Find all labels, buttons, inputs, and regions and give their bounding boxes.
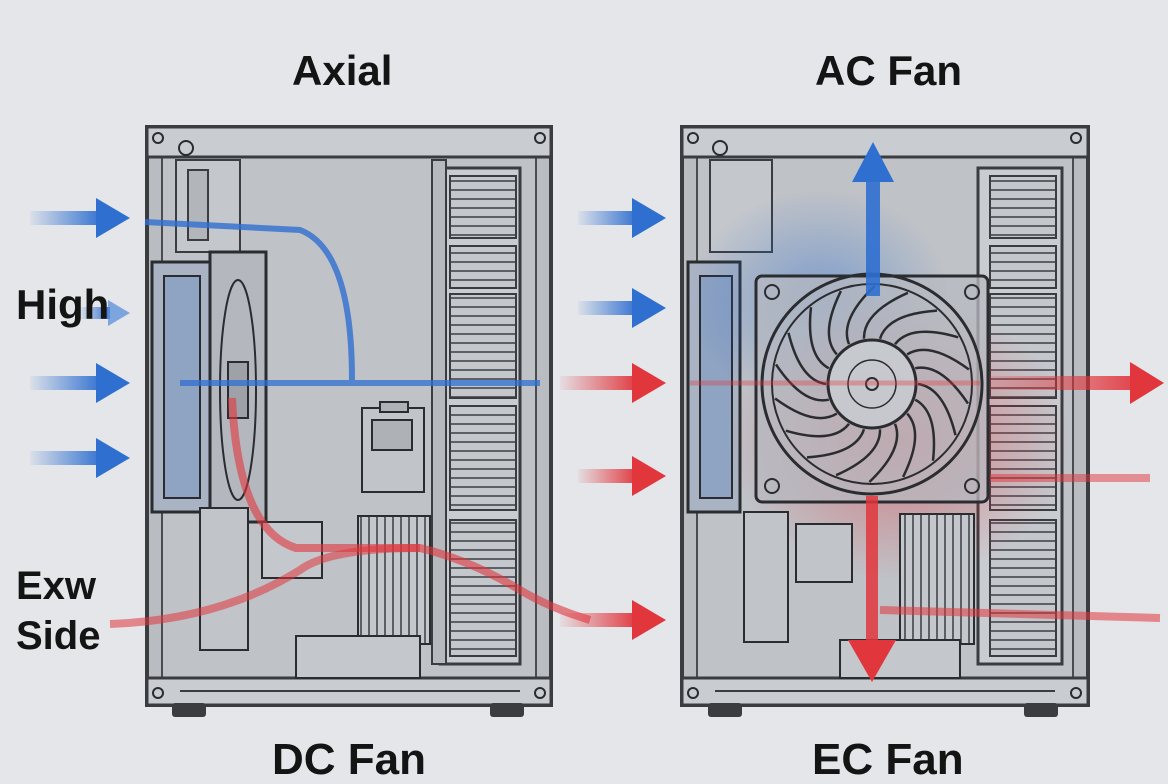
fan-blade: [917, 382, 957, 436]
cool-arrow: [578, 288, 666, 328]
cool-intake-arrow: [30, 438, 130, 478]
fan-blade: [774, 363, 830, 402]
side-label-side: Side: [16, 614, 101, 658]
hot-arrow: [560, 600, 666, 640]
hot-arrow: [578, 456, 666, 496]
cool-arrow: [578, 198, 666, 238]
fan-blade: [862, 291, 909, 339]
left-intake-arrows: [30, 198, 130, 478]
side-label-exw: Exw: [16, 564, 97, 608]
fan-blade: [774, 397, 838, 420]
heatsink-fins-icon: [431, 159, 522, 666]
fan-blade: [787, 332, 827, 386]
unit-title-ac-fan: AC Fan: [815, 47, 962, 94]
cool-intake-arrow: [80, 300, 130, 326]
fan-blade: [906, 348, 970, 371]
unit-caption-dc-fan: DC Fan: [272, 735, 426, 784]
cool-intake-arrow: [30, 198, 130, 238]
unit-title-axial: Axial: [292, 47, 393, 94]
hot-exhaust-down-arrow: [848, 496, 896, 682]
right-cabinet: [680, 125, 1161, 717]
fan-blade: [914, 366, 970, 405]
fan-blade: [835, 429, 882, 477]
fan-blade: [806, 428, 866, 459]
hot-arrow: [560, 363, 666, 403]
left-cabinet: [109, 125, 592, 717]
hot-exhaust-right-arrow: [990, 362, 1164, 404]
fan-blade: [894, 330, 959, 346]
axial-fan-icon: [150, 250, 268, 524]
cool-exhaust-up-arrow: [852, 142, 894, 296]
fan-blade: [808, 307, 830, 370]
fan-blade: [827, 290, 843, 356]
cool-intake-arrow: [30, 363, 130, 403]
radial-fan-icon: [754, 272, 990, 504]
fan-blade: [878, 309, 938, 340]
fan-blade: [785, 422, 850, 438]
fan-blade: [901, 412, 917, 478]
side-label-high: High: [16, 281, 110, 328]
unit-caption-ec-fan: EC Fan: [812, 735, 964, 784]
fan-blade: [914, 398, 936, 461]
middle-arrows: [560, 198, 666, 640]
fan-blade: [868, 423, 899, 483]
